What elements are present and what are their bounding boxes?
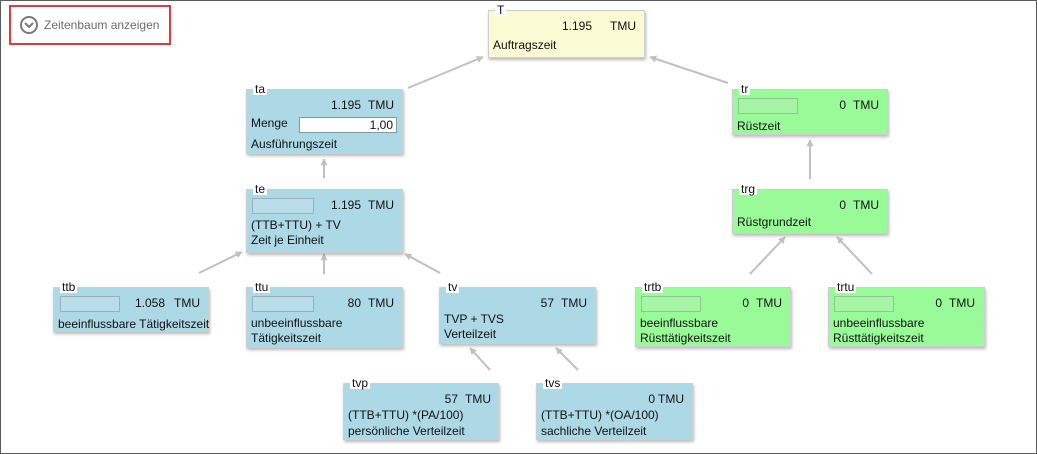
node-description: beeinflussbare Tätigkeitszeit	[58, 317, 210, 331]
node-description: Zeit je Einheit	[251, 233, 324, 247]
node-value: 1.058	[134, 296, 165, 310]
chevron-down-circle-icon	[20, 16, 38, 34]
node-key: ta	[253, 82, 268, 96]
node-key: tvs	[543, 376, 563, 390]
node-description: Ausführungszeit	[251, 137, 338, 151]
node-formula: (TTB+TTU) + TV	[251, 218, 341, 232]
node-description-line1: unbeeinflussbare	[251, 316, 343, 330]
node-key: tr	[739, 82, 751, 96]
menge-input[interactable]: 1,00	[299, 117, 397, 133]
node-key: trg	[739, 182, 758, 196]
node-value: 0	[839, 98, 846, 112]
node-unit: TMU	[465, 392, 491, 406]
menge-label: Menge	[251, 116, 288, 130]
node-unit: TMU	[949, 296, 975, 310]
node-value: 1.195	[330, 98, 361, 112]
node-description: Rüstzeit	[737, 119, 781, 133]
node-description-line2: Rüsttätigkeitszeit	[833, 331, 924, 345]
node-empty-field	[834, 296, 894, 312]
node-key: T	[495, 3, 507, 17]
node-unit: TMU	[853, 98, 879, 112]
node-unit: TMU	[368, 296, 394, 310]
node-description-line2: Tätigkeitszeit	[251, 331, 322, 345]
connector-arrow-tvp-to-tv	[469, 347, 491, 371]
node-tvp: tvp 57 TMU (TTB+TTU) *(PA/100) persönlic…	[343, 377, 499, 440]
connector-arrow-tvs-to-tv	[555, 347, 579, 371]
node-ttu: ttu 80 TMU unbeeinflussbare Tätigkeitsze…	[246, 281, 403, 348]
node-T: T 1.195 TMU Auftragszeit	[488, 4, 645, 58]
node-empty-field	[641, 296, 701, 312]
node-description-line1: beeinflussbare	[640, 316, 719, 330]
node-value: 0	[935, 296, 942, 310]
node-unit: TMU	[853, 198, 879, 212]
node-ttb: ttb 1.058 TMU beeinflussbare Tätigkeitsz…	[53, 281, 210, 332]
connector-arrow-ta-to-T	[407, 56, 484, 89]
node-empty-field	[252, 296, 314, 312]
node-value: 0	[648, 392, 655, 406]
node-trg: trg 0 TMU Rüstgrundzeit	[732, 183, 888, 234]
node-value: 80	[347, 296, 361, 310]
node-empty-field	[60, 296, 120, 312]
node-unit: TMU	[368, 98, 394, 112]
node-description-line2: Rüsttätigkeitszeit	[640, 331, 731, 345]
node-key: ttu	[253, 280, 271, 294]
node-unit: TMU	[561, 296, 587, 310]
node-unit: TMU	[610, 19, 636, 33]
node-value: 0	[742, 296, 749, 310]
node-unit: TMU	[658, 392, 684, 406]
node-description: sachliche Verteilzeit	[541, 424, 647, 438]
node-unit: TMU	[174, 296, 200, 310]
connector-arrow-ttb-to-te	[198, 251, 243, 274]
node-unit: TMU	[756, 296, 782, 310]
node-te: te 1.195 TMU (TTB+TTU) + TV Zeit je Einh…	[246, 183, 403, 253]
toggle-label: Zeitenbaum anzeigen	[44, 18, 160, 32]
node-tv: tv 57 TMU TVP + TVS Verteilzeit	[439, 281, 596, 344]
node-description: Verteilzeit	[444, 327, 497, 341]
node-value: 1.195	[330, 198, 361, 212]
node-key: trtb	[642, 280, 664, 294]
node-key: tvp	[350, 376, 371, 390]
node-empty-field	[738, 98, 798, 114]
node-tvs: tvs 0 TMU (TTB+TTU) *(OA/100) sachliche …	[536, 377, 693, 440]
node-tr: tr 0 TMU Rüstzeit	[732, 83, 888, 135]
connector-arrow-tr-to-T	[649, 55, 729, 84]
node-formula: TVP + TVS	[444, 312, 504, 326]
node-description: persönliche Verteilzeit	[348, 424, 465, 438]
node-value: 57	[540, 296, 554, 310]
node-value: 0	[839, 198, 846, 212]
node-formula: (TTB+TTU) *(PA/100)	[348, 408, 464, 422]
node-trtu: trtu 0 TMU unbeeinflussbare Rüsttätigkei…	[828, 281, 985, 347]
node-trtb: trtb 0 TMU beeinflussbare Rüsttätigkeits…	[635, 281, 791, 347]
node-key: trtu	[835, 280, 857, 294]
node-description: Auftragszeit	[493, 38, 557, 52]
show-time-tree-toggle[interactable]: Zeitenbaum anzeigen	[9, 5, 171, 45]
node-empty-field	[252, 198, 314, 214]
node-value: 1.195	[561, 19, 592, 33]
node-unit: TMU	[368, 198, 394, 212]
node-key: te	[253, 182, 268, 196]
node-key: ttb	[60, 280, 78, 294]
node-key: tv	[446, 280, 460, 294]
node-value: 57	[444, 392, 458, 406]
node-description: Rüstgrundzeit	[737, 215, 812, 229]
connector-arrow-trtb-to-trg	[749, 236, 786, 275]
node-ta: ta 1.195 TMU Menge 1,00 Ausführungszeit	[246, 83, 403, 154]
connector-arrow-tv-to-te	[404, 253, 441, 274]
node-description-line1: unbeeinflussbare	[833, 316, 925, 330]
node-formula: (TTB+TTU) *(OA/100)	[541, 408, 659, 422]
connector-arrow-trtu-to-trg	[836, 236, 873, 275]
